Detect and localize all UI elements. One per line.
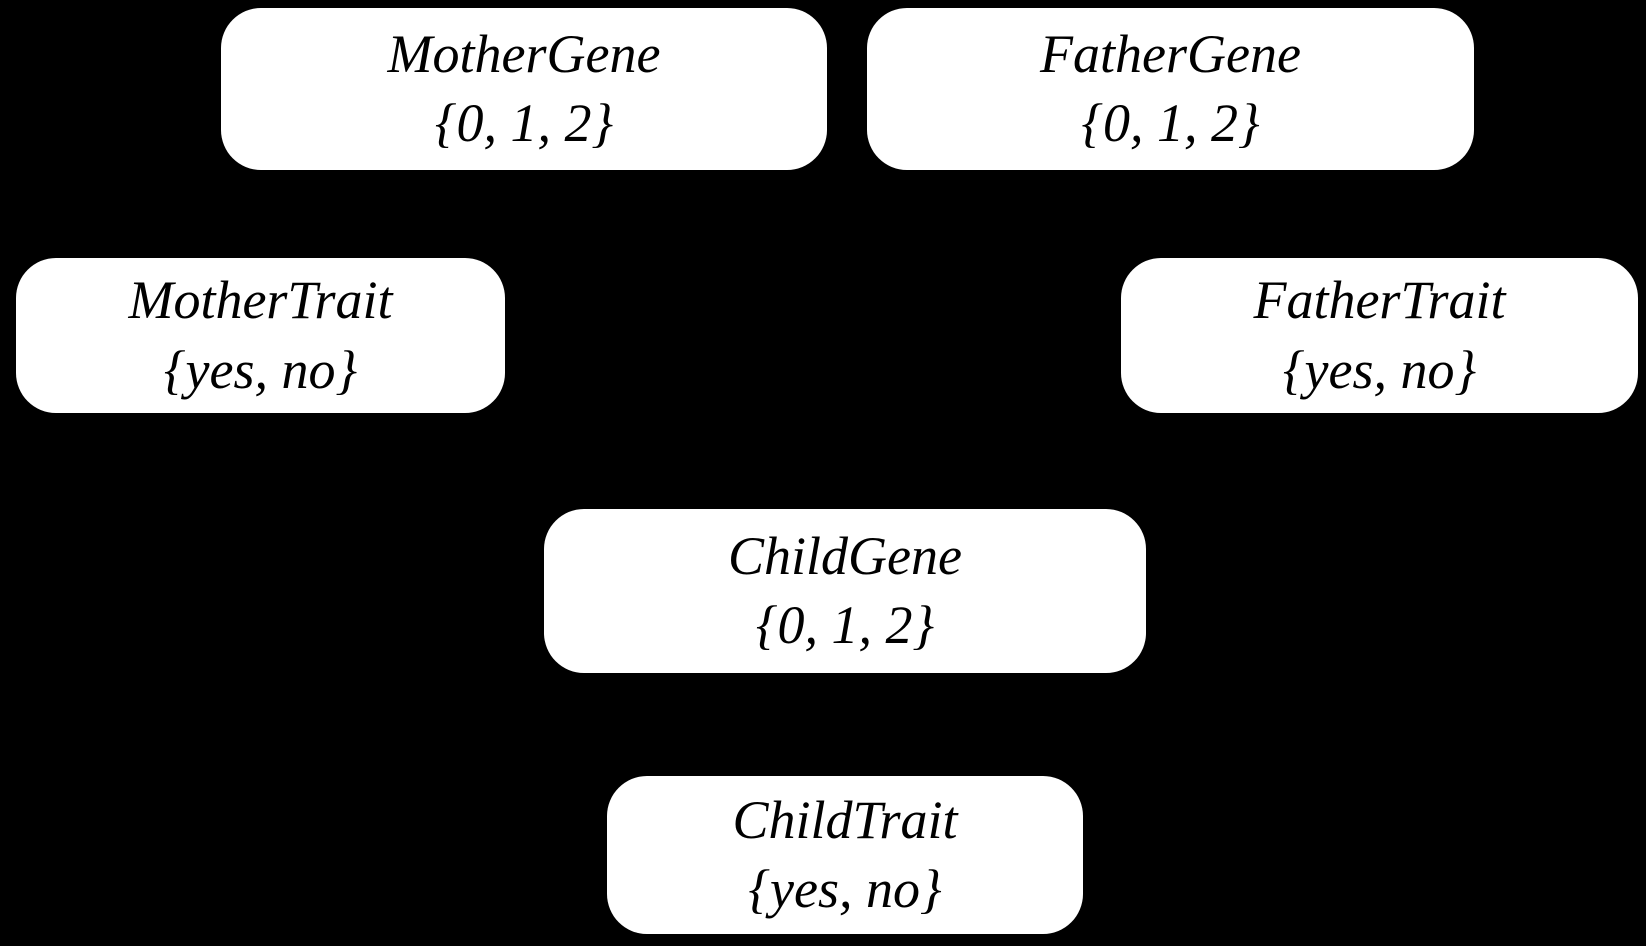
node-title: ChildTrait — [732, 789, 958, 850]
node-title: FatherGene — [1040, 23, 1301, 84]
node-title: ChildGene — [728, 525, 962, 586]
node-father-gene[interactable]: FatherGene {0, 1, 2} — [867, 8, 1474, 170]
node-domain: {0, 1, 2} — [1081, 93, 1260, 153]
node-domain: {yes, no} — [163, 339, 358, 400]
node-father-trait[interactable]: FatherTrait {yes, no} — [1121, 258, 1638, 413]
node-title: MotherTrait — [128, 270, 393, 331]
node-title: FatherTrait — [1253, 270, 1506, 331]
node-child-trait[interactable]: ChildTrait {yes, no} — [607, 776, 1083, 934]
node-domain: {0, 1, 2} — [434, 93, 614, 153]
node-mother-trait[interactable]: MotherTrait {yes, no} — [16, 258, 505, 413]
node-domain: {yes, no} — [1282, 339, 1477, 400]
node-title: MotherGene — [387, 23, 661, 84]
node-child-gene[interactable]: ChildGene {0, 1, 2} — [544, 509, 1146, 673]
node-mother-gene[interactable]: MotherGene {0, 1, 2} — [221, 8, 827, 170]
node-domain: {0, 1, 2} — [755, 595, 935, 655]
node-domain: {yes, no} — [748, 859, 942, 919]
